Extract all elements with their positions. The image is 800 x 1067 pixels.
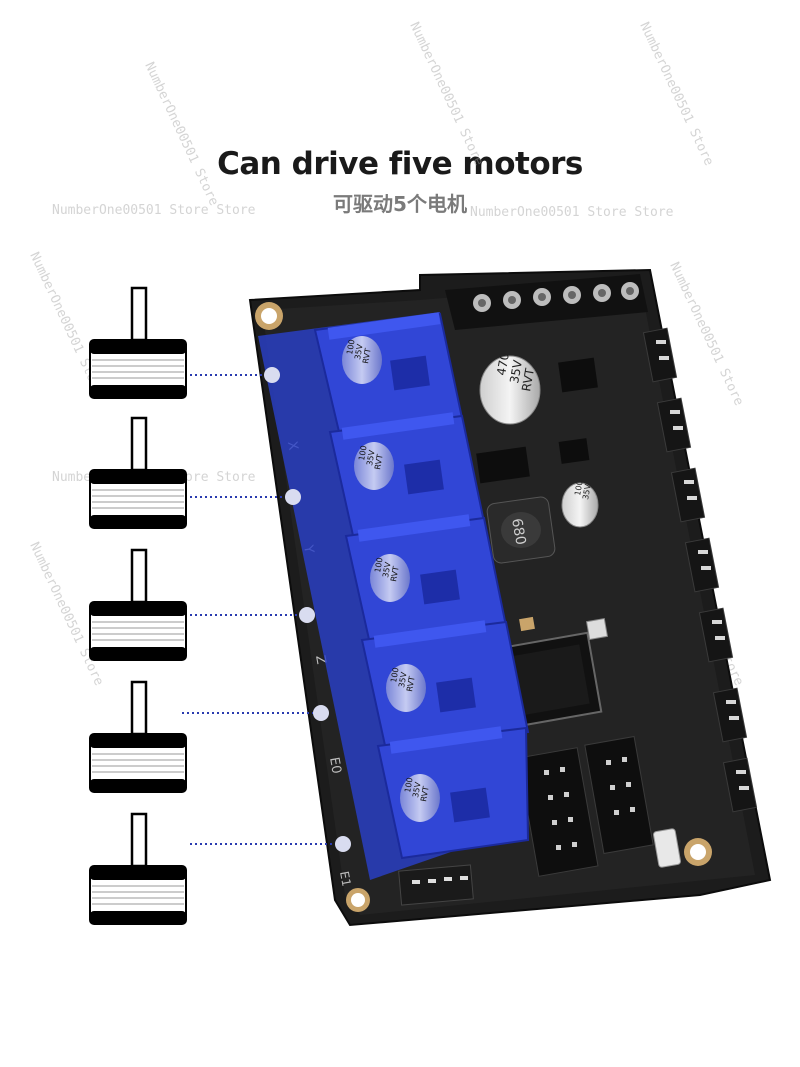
driver-capacitor-label: RVT bbox=[405, 675, 417, 692]
main-capacitor: 470 35V RVT bbox=[479, 352, 541, 425]
page-title: Can drive five motors bbox=[217, 146, 583, 182]
chip bbox=[558, 438, 590, 464]
capacitor-label: RVT bbox=[519, 367, 537, 393]
page-subtitle: 可驱动5个电机 bbox=[333, 192, 467, 216]
microcontroller-chip bbox=[497, 631, 603, 729]
connection-dots bbox=[264, 367, 351, 852]
connection-dot bbox=[285, 489, 301, 505]
bottom-connector bbox=[398, 864, 474, 906]
inductor-label: 680 bbox=[508, 517, 528, 546]
axis-label-e0: E0 bbox=[326, 756, 344, 775]
chip bbox=[476, 446, 530, 484]
stepper-driver-module: 100 35V RVT bbox=[376, 726, 530, 860]
driver-capacitor-label: RVT bbox=[373, 453, 385, 470]
stepper-motor-icons bbox=[89, 286, 187, 925]
usb-port bbox=[653, 828, 681, 868]
inductor: 680 bbox=[486, 496, 556, 564]
capacitor-label: 470 bbox=[494, 352, 512, 377]
driver-capacitor-label: RVT bbox=[389, 565, 401, 582]
driver-capacitor-label: 100 bbox=[357, 445, 369, 462]
stepper-driver-module: 100 35V RVT bbox=[328, 412, 486, 542]
connection-lines bbox=[182, 374, 336, 845]
driver-capacitor-label: 35V bbox=[411, 781, 423, 798]
capacitor-label: 100 bbox=[573, 480, 585, 497]
stepper-motor-icon bbox=[89, 416, 187, 529]
driver-capacitor-label: 100 bbox=[403, 777, 415, 794]
power-terminal bbox=[445, 274, 648, 330]
connection-dot bbox=[299, 607, 315, 623]
driver-capacitor-label: RVT bbox=[361, 347, 373, 364]
stepper-motor-icon bbox=[89, 812, 187, 925]
stepper-motor-icon bbox=[89, 286, 187, 399]
driver-capacitor-label: 35V bbox=[353, 343, 365, 360]
crystal bbox=[519, 616, 535, 632]
driver-capacitor-label: 35V bbox=[365, 449, 377, 466]
connection-dot bbox=[313, 705, 329, 721]
driver-capacitor-label: RVT bbox=[419, 785, 431, 802]
pin-header bbox=[517, 735, 654, 877]
driver-capacitor-label: 35V bbox=[381, 561, 393, 578]
reset-button bbox=[585, 617, 609, 641]
connection-dot bbox=[264, 367, 280, 383]
driver-capacitor-label: 100 bbox=[373, 557, 385, 574]
right-connectors bbox=[642, 327, 758, 813]
stepper-driver-module: 100 35V RVT bbox=[360, 620, 530, 752]
driver-capacitor-label: 35V bbox=[397, 671, 409, 688]
stepper-driver-stack: 100 35V RVT 100 35V RVT 100 35V RVT bbox=[258, 312, 530, 880]
small-capacitor: 100 35V bbox=[561, 480, 599, 528]
driver-capacitor-label: 100 bbox=[389, 667, 401, 684]
chip bbox=[558, 357, 598, 393]
stepper-motor-icon bbox=[89, 548, 187, 661]
capacitor-label: 35V bbox=[507, 358, 525, 384]
connection-dot bbox=[335, 836, 351, 852]
axis-label-z: Z bbox=[312, 654, 328, 665]
driver-capacitor-label: 100 bbox=[345, 339, 357, 356]
stepper-motor-icon bbox=[89, 680, 187, 793]
axis-label-e1: E1 bbox=[337, 870, 353, 887]
capacitor-label: 35V bbox=[581, 483, 593, 500]
